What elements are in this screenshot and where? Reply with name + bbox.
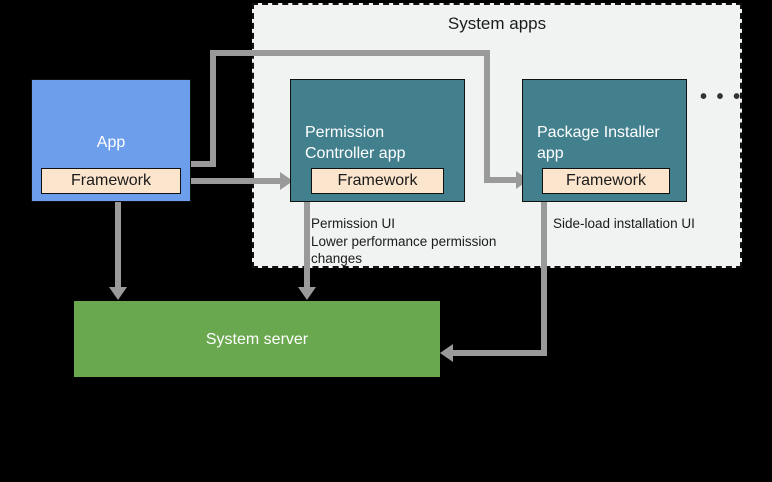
connector-return-horizontal-top xyxy=(210,50,490,56)
node-package-installer-framework[interactable]: Framework xyxy=(542,168,670,194)
node-app-framework[interactable]: Framework xyxy=(41,168,181,194)
node-permission-controller-label: Permission Controller app xyxy=(305,124,406,162)
arrowhead-permctl-to-sysserver xyxy=(298,287,316,300)
node-system-server[interactable]: System server xyxy=(74,301,440,377)
connector-to-pkginstaller-horizontal xyxy=(484,177,524,183)
connector-return-vertical-right xyxy=(484,50,490,177)
permission-controller-caption: Permission UI Lower performance permissi… xyxy=(311,216,497,266)
arrowhead-pkginst-to-sysserver xyxy=(440,344,453,362)
connector-app-to-permctl xyxy=(175,178,283,184)
connector-pkginst-vertical xyxy=(541,202,547,356)
node-system-server-label: System server xyxy=(205,331,309,348)
connector-return-vertical-left xyxy=(210,50,216,161)
arrowhead-app-to-sysserver xyxy=(109,287,127,300)
connector-app-to-sysserver xyxy=(115,202,121,288)
node-app-label: App xyxy=(96,134,126,151)
node-package-installer-label: Package Installer app xyxy=(537,124,660,162)
node-permission-controller-framework[interactable]: Framework xyxy=(311,168,444,194)
connector-permctl-to-sysserver xyxy=(304,202,310,288)
connector-return-horizontal-into-app xyxy=(186,161,216,167)
system-apps-title: System apps xyxy=(447,14,547,33)
connector-pkginst-horizontal xyxy=(452,350,547,356)
arrowhead-app-to-permctl xyxy=(280,172,293,190)
more-apps-ellipsis-icon: • • • xyxy=(700,86,743,108)
package-installer-caption: Side-load installation UI xyxy=(553,216,695,231)
